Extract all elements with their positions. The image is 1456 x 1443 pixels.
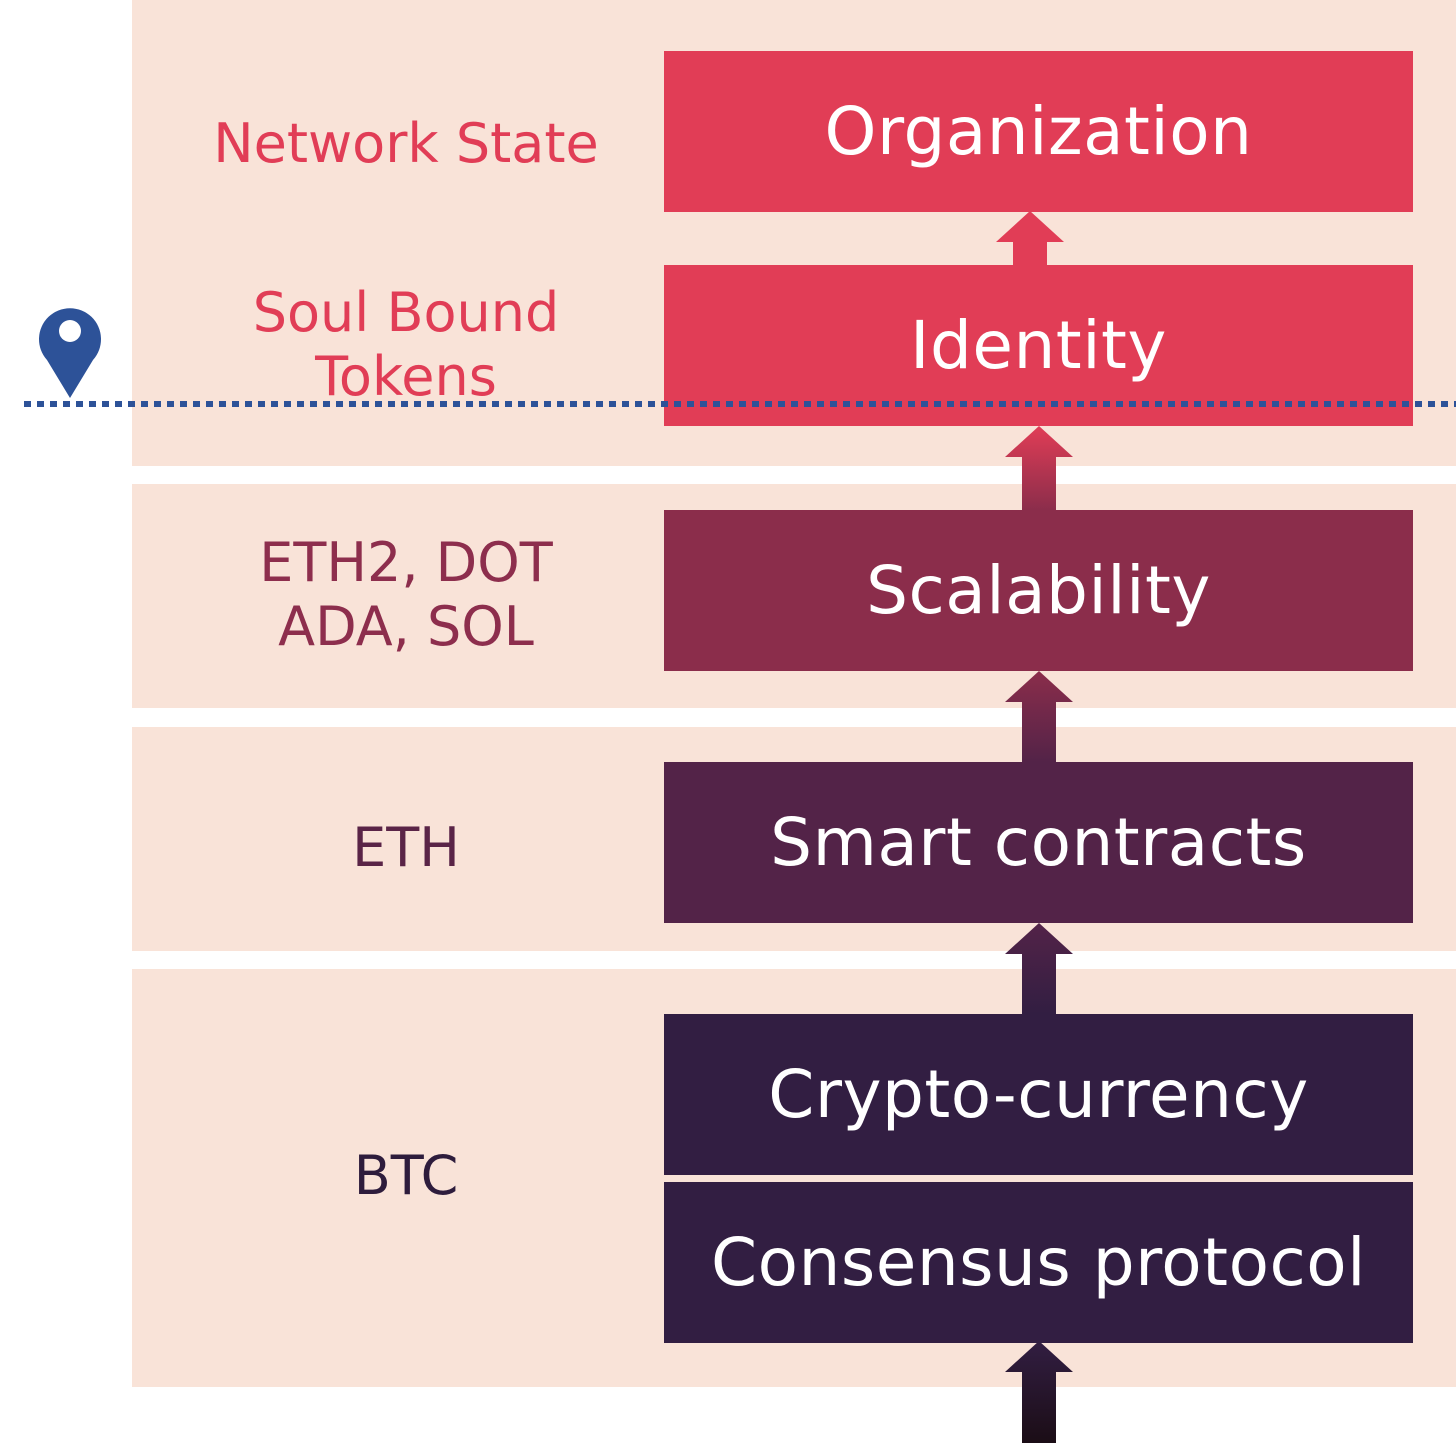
arrow-up-icon (1005, 1341, 1073, 1443)
layer-scalability: Scalability (664, 510, 1413, 671)
label-soul-bound-tokens: Soul Bound Tokens (252, 281, 560, 408)
layer-smart-contracts: Smart contracts (664, 762, 1413, 923)
layer-cryptocurrency: Crypto-currency (664, 1014, 1413, 1175)
layer-identity: Identity (664, 265, 1413, 426)
arrow-up-icon (1005, 671, 1073, 762)
arrow-up-icon (1005, 923, 1073, 1014)
location-pin-icon (39, 308, 101, 398)
label-btc: BTC (353, 1144, 459, 1207)
arrow-up-icon (1005, 426, 1073, 510)
layer-consensus-protocol: Consensus protocol (664, 1182, 1413, 1343)
label-eth2-dot-ada-sol: ETH2, DOT ADA, SOL (259, 531, 553, 658)
label-eth: ETH (352, 816, 460, 879)
arrow-up-icon (996, 211, 1064, 265)
layer-organization: Organization (664, 51, 1413, 212)
label-network-state: Network State (213, 112, 599, 175)
